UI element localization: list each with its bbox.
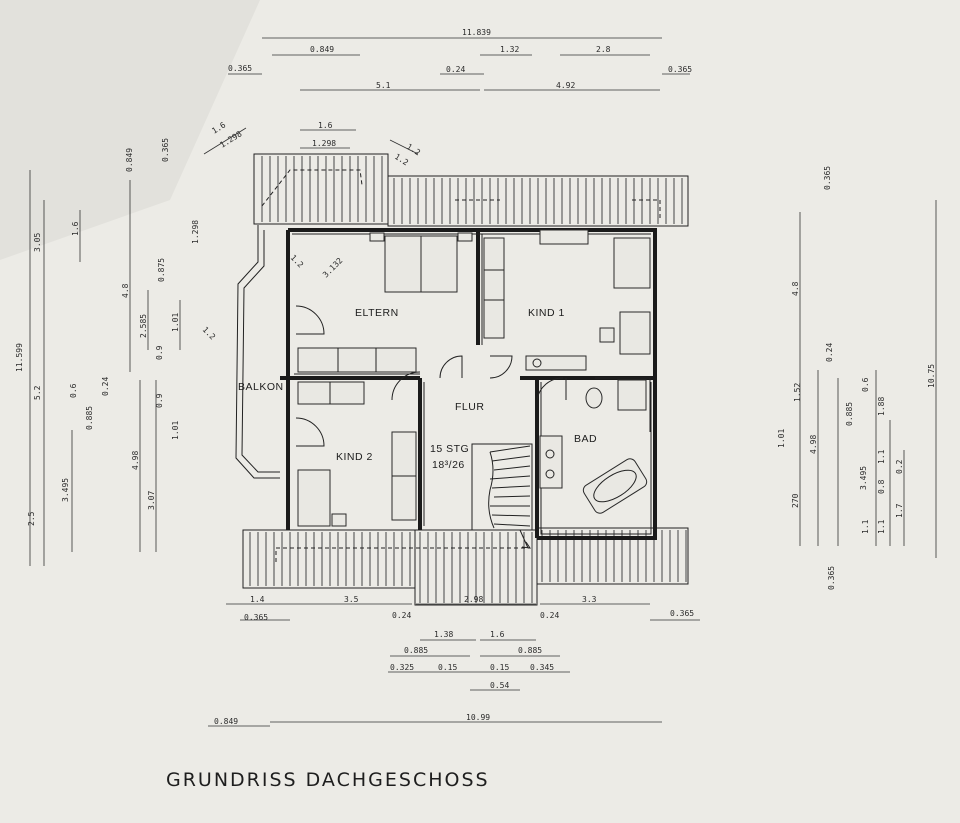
roof-top: [253, 153, 689, 227]
balcony: BALKON: [235, 225, 284, 479]
dim-label: 1.1: [877, 519, 886, 534]
dim-label: 0.2: [895, 459, 904, 474]
hatch-line: [491, 455, 531, 462]
hatch-line: [491, 485, 531, 489]
dim-label: 2.5: [27, 511, 36, 526]
stairs-ratio: 18³/26: [432, 459, 465, 471]
dim-label: 5.2: [33, 385, 42, 400]
dim-label: 0.325: [390, 663, 414, 672]
dim-label: 0.345: [530, 663, 554, 672]
dim-label: 1.4: [250, 595, 265, 604]
dim-label: 4.98: [809, 435, 818, 454]
walls: [280, 228, 657, 540]
dim-label: 0.15: [438, 663, 457, 672]
dim-label: 0.365: [670, 609, 694, 618]
dim-label: 1.6: [490, 630, 505, 639]
room-label-kind1: KIND 1: [528, 307, 565, 319]
dim-label: 0.849: [125, 148, 134, 172]
dim-label: 0.9: [155, 345, 164, 360]
dim-label: 1.88: [877, 397, 886, 416]
hatch-line: [493, 523, 531, 527]
room-label-balkon: BALKON: [238, 381, 284, 393]
dim-label: 4.8: [791, 281, 800, 296]
dim-label: 0.849: [310, 45, 334, 54]
dim-label: 270: [791, 493, 800, 508]
dim-label: 0.849: [214, 717, 238, 726]
dim-label: 10.75: [927, 364, 936, 388]
dim-label: 0.24: [446, 65, 465, 74]
dim-label: 0.24: [392, 611, 411, 620]
furniture: [297, 229, 651, 527]
dim-label: 1.38: [434, 630, 453, 639]
dim-label: 2.585: [139, 314, 148, 338]
hatch-line: [489, 475, 531, 480]
dim-label: 0.885: [85, 406, 94, 430]
paper-fold-shadow: [0, 0, 260, 260]
dim-label: 5.1: [376, 81, 391, 90]
dim-label: 11.839: [462, 28, 491, 37]
dim-label: 1.1: [877, 449, 886, 464]
dim-label: 0.365: [827, 566, 836, 590]
dim-label: 0.875: [157, 258, 166, 282]
dim-label: 0.54: [490, 681, 509, 690]
dim-label: 1.01: [171, 421, 180, 440]
hatch-line: [491, 514, 531, 517]
dim-label: 0.6: [861, 377, 870, 392]
dim-label: 2.8: [596, 45, 611, 54]
dim-label: 0.365: [244, 613, 268, 622]
dim-label: 0.365: [228, 64, 252, 73]
dim-label: 4.98: [131, 451, 140, 470]
hatch-line: [493, 495, 531, 498]
dim-label: 0.365: [668, 65, 692, 74]
dim-label: 10.99: [466, 713, 490, 722]
dim-label: 0.365: [161, 138, 170, 162]
dim-label: 0.15: [490, 663, 509, 672]
dim-label: 0.6: [69, 383, 78, 398]
dim-label: 3.3: [582, 595, 597, 604]
dim-label: 3.05: [33, 233, 42, 252]
dimension-labels-right: 0.365 4.8 10.75 0.24 1.52 0.6 0.885 1.88…: [777, 166, 936, 590]
stairs-count: 15 STG: [430, 443, 469, 455]
dim-label: 1.6: [318, 121, 333, 130]
room-label-kind2: KIND 2: [336, 451, 373, 463]
dim-label: 1.01: [171, 313, 180, 332]
dim-label: 1.7: [895, 503, 904, 518]
floor-plan-drawing: BALKON: [235, 153, 689, 606]
hatch-line: [493, 465, 531, 471]
hatch-line: [489, 445, 531, 453]
dim-label: 0.9: [155, 393, 164, 408]
dim-label: 0.24: [101, 377, 110, 396]
roof-bottom: [242, 527, 689, 606]
dim-label: 2.98: [464, 595, 483, 604]
room-label-eltern: ELTERN: [355, 307, 399, 319]
dim-label: 1.01: [777, 429, 786, 448]
dim-label: 1.298: [312, 139, 336, 148]
dimension-lines: [29, 37, 937, 727]
dim-label: 0.24: [825, 343, 834, 362]
dim-label: 1.32: [500, 45, 519, 54]
drawing-title: GRUNDRISS DACHGESCHOSS: [166, 769, 490, 791]
dim-label: 0.885: [845, 402, 854, 426]
dim-label: 3.495: [61, 478, 70, 502]
dim-label: 0.8: [877, 479, 886, 494]
dim-label: 1.6: [71, 221, 80, 236]
dim-label: 4.8: [121, 283, 130, 298]
dim-label: 0.885: [518, 646, 542, 655]
dim-label: 1.1: [861, 519, 870, 534]
dim-label: 3.07: [147, 491, 156, 510]
dim-label: 4.92: [556, 81, 575, 90]
dim-label: 11.599: [15, 343, 24, 372]
staircase: [471, 443, 533, 549]
dim-label: 0.24: [540, 611, 559, 620]
dim-label: 3.495: [859, 466, 868, 490]
dim-label: 0.365: [823, 166, 832, 190]
dim-label: 0.885: [404, 646, 428, 655]
dim-label: 3.5: [344, 595, 359, 604]
dim-label: 1.52: [793, 383, 802, 402]
room-label-flur: FLUR: [455, 401, 484, 413]
room-label-bad: BAD: [574, 433, 597, 445]
dimension-labels-bottom: 1.4 3.5 2.98 3.3 0.365 0.24 0.24 0.365 1…: [214, 595, 694, 726]
dim-label: 1.298: [191, 220, 200, 244]
